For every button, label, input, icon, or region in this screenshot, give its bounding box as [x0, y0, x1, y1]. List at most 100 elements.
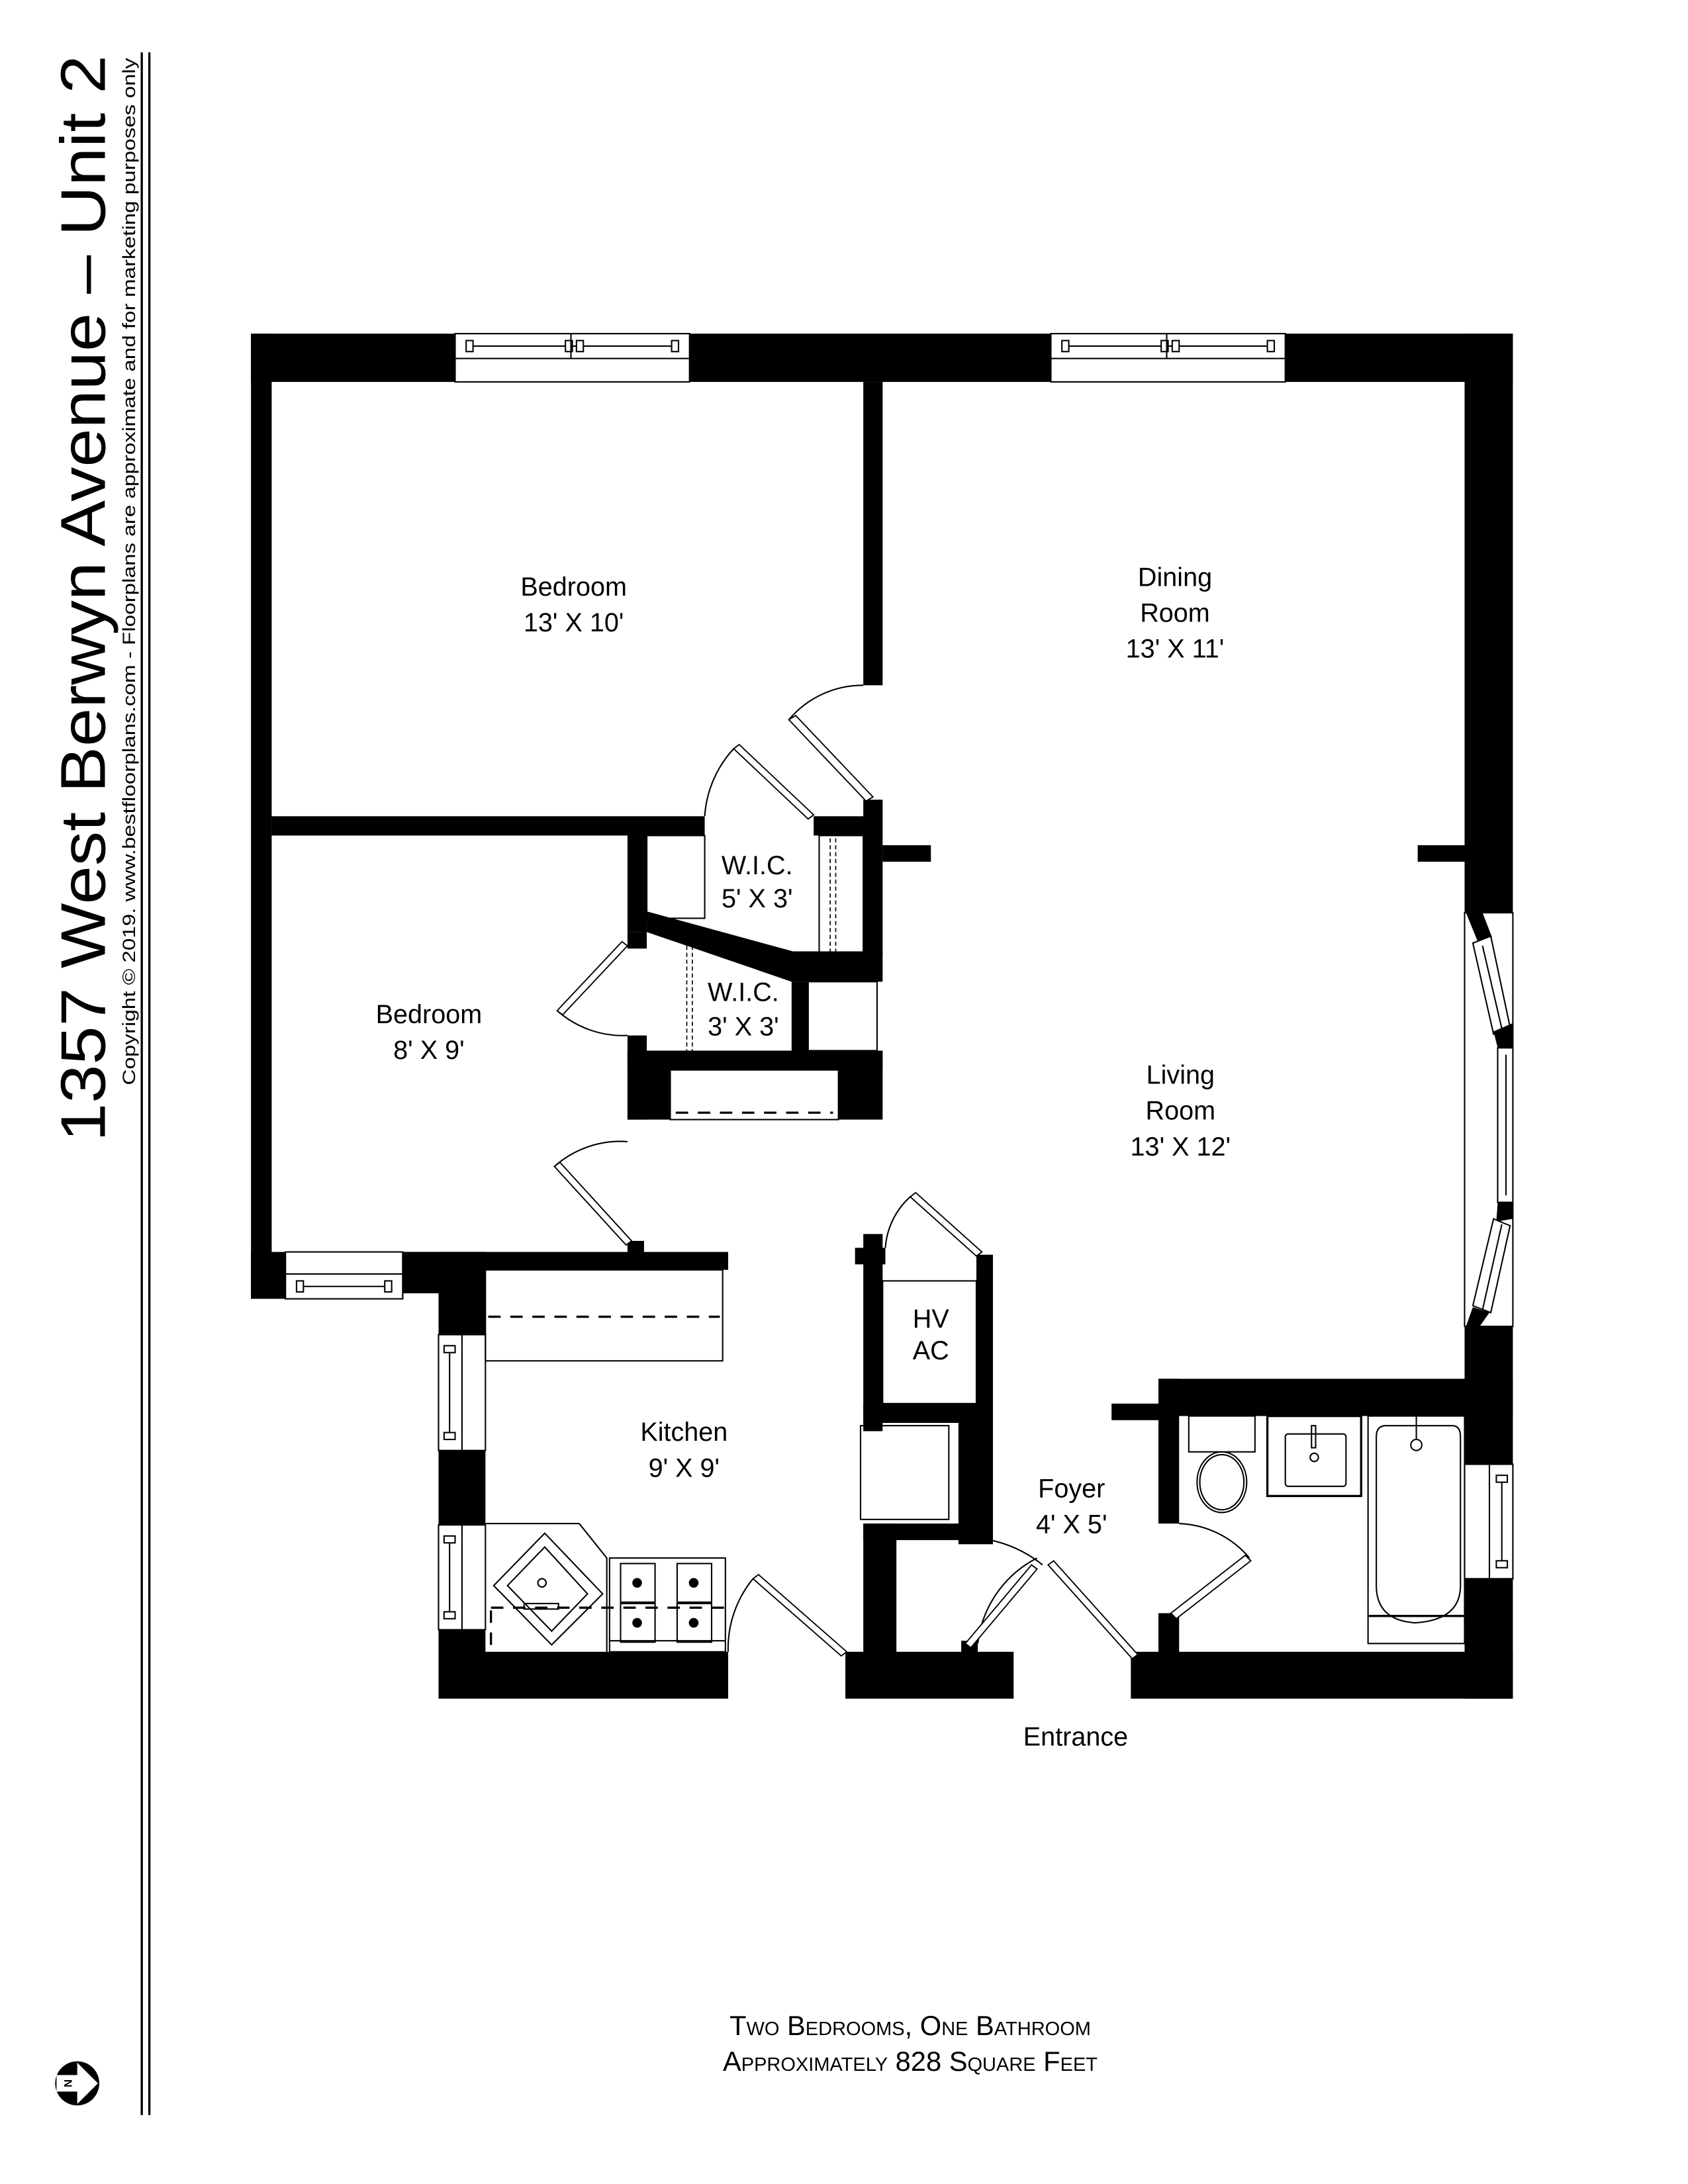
wall-right-stub-ear	[1417, 845, 1466, 862]
room-hvac: HV AC	[913, 1304, 950, 1365]
wall-top-mid	[689, 334, 1051, 383]
room-size: 3' X 3'	[708, 1013, 779, 1042]
wall-bath-top	[1158, 1379, 1513, 1416]
wall-kitchen-left-mid	[438, 1450, 486, 1525]
wall-left	[251, 334, 272, 1299]
hvac-line2: AC	[913, 1336, 949, 1365]
toilet-icon	[1188, 1415, 1256, 1514]
room-dining: Dining Room 13' X 11'	[1126, 563, 1225, 663]
room-size: 8' X 9'	[393, 1036, 465, 1065]
room-size: 13' X 12'	[1131, 1132, 1231, 1161]
door-wic1	[704, 743, 815, 820]
room-living: Living Room 13' X 12'	[1131, 1060, 1231, 1161]
window-bathroom	[1464, 1463, 1514, 1580]
wall-bedroom2-right-low	[627, 932, 647, 949]
wall-top-left	[251, 334, 455, 383]
room-wic-2: W.I.C. 3' X 3'	[708, 978, 779, 1042]
wall-dining-stub	[863, 799, 883, 956]
room-bedroom-2: Bedroom 8' X 9'	[376, 1000, 483, 1065]
wall-bedroom-divider	[271, 816, 705, 836]
window-kitchen-upper	[438, 1334, 487, 1451]
page-title: 1357 West Berwyn Avenue – Unit 2	[48, 55, 118, 1142]
wall-bath-left-top	[1158, 1379, 1180, 1524]
stove-icon	[608, 1557, 726, 1653]
wall-bottom-kitchen	[438, 1651, 728, 1699]
windows	[285, 333, 1514, 1631]
door-bathroom	[1170, 1523, 1252, 1620]
window-kitchen-lower	[438, 1524, 487, 1631]
bathroom-sink-icon	[1266, 1414, 1362, 1498]
walls	[251, 334, 1513, 1699]
room-name-line2: Room	[1140, 599, 1210, 628]
door-hvac	[884, 1191, 983, 1257]
wall-bottom-foyer-left	[845, 1651, 1014, 1699]
wall-dining-stub-ear	[882, 845, 931, 862]
room-name-line2: Room	[1146, 1097, 1216, 1126]
room-name: Bedroom	[520, 572, 627, 602]
room-name: Bedroom	[376, 1000, 483, 1029]
room-name: Foyer	[1038, 1475, 1105, 1504]
room-name-line1: Living	[1147, 1060, 1215, 1089]
window-bedroom2	[285, 1251, 404, 1300]
room-size: 5' X 3'	[722, 884, 793, 913]
room-labels: Bedroom 13' X 10' Dining Room 13' X 11' …	[376, 563, 1231, 1751]
wall-right-upper	[1464, 334, 1513, 913]
hall-closet	[669, 1069, 839, 1120]
door-entrance-right	[965, 1536, 1139, 1660]
copyright-text: Copyright © 2019. www.bestfloorplans.com…	[118, 58, 139, 1085]
hvac-line1: HV	[913, 1304, 950, 1334]
room-name: W.I.C.	[708, 978, 779, 1007]
compass-label: N	[62, 2079, 75, 2087]
wall-left-bottom	[251, 1251, 286, 1299]
kitchen-counter-top	[485, 1269, 724, 1362]
wall-bedroom-dining	[863, 382, 883, 686]
window-dining	[1050, 333, 1286, 383]
wall-bath-ear	[1111, 1403, 1162, 1420]
hvac-unit	[882, 1280, 978, 1404]
wic1-shelf-left	[646, 835, 706, 919]
wall-kitchen-left-low	[438, 1629, 486, 1658]
bay-window-living-room	[1464, 912, 1514, 1328]
kitchen-sink-icon	[492, 1532, 604, 1646]
title-block: 1357 West Berwyn Avenue – Unit 2 Copyrig…	[48, 52, 151, 2115]
entrance-label: Entrance	[1023, 1723, 1128, 1752]
wic1-shelf-right	[818, 835, 865, 956]
wall-kitchen-top	[402, 1251, 728, 1270]
doors	[553, 684, 1252, 1660]
wall-hvac-left-ear	[855, 1248, 886, 1265]
room-foyer: Foyer 4' X 5'	[1036, 1475, 1107, 1539]
door-wic2-bedroom2	[556, 940, 629, 1036]
room-name: Kitchen	[640, 1418, 727, 1447]
north-arrow-icon: N	[55, 2061, 99, 2106]
closet-right-box	[807, 981, 878, 1052]
footer: Two Bedrooms, One Bathroom Approximately…	[723, 2010, 1098, 2077]
room-size: 9' X 9'	[649, 1453, 720, 1482]
footer-line-1: Two Bedrooms, One Bathroom	[729, 2010, 1091, 2041]
wall-hvac-bottom	[863, 1403, 993, 1423]
footer-line-2: Approximately 828 Square Feet	[723, 2046, 1098, 2077]
door-bedroom2	[553, 1140, 633, 1246]
wall-closet-right	[838, 1050, 883, 1120]
wall-wic-left	[627, 835, 647, 933]
fixtures	[485, 835, 1466, 1653]
kitchen-sink-counter	[485, 1523, 608, 1652]
room-size: 13' X 10'	[524, 608, 624, 637]
appliance-box	[859, 1425, 950, 1520]
wall-bottom-bath	[1131, 1651, 1513, 1699]
room-wic-1: W.I.C. 5' X 3'	[722, 851, 793, 913]
wall-wic-diagonal	[647, 911, 883, 982]
margin-rule-outer	[140, 52, 143, 2115]
room-size: 4' X 5'	[1036, 1510, 1107, 1539]
door-bedroom1	[788, 684, 874, 802]
wall-bedroom2-right-door	[627, 1035, 647, 1120]
margin-rule-inner	[148, 52, 151, 2115]
room-name-line1: Dining	[1138, 563, 1212, 592]
door-entrance-left	[964, 1557, 1039, 1649]
wall-foyer-left	[863, 1524, 897, 1655]
room-kitchen: Kitchen 9' X 9'	[640, 1418, 727, 1482]
window-bedroom1	[454, 333, 690, 383]
wall-bedroom2-door-jamb	[627, 1241, 644, 1255]
room-size: 13' X 11'	[1126, 635, 1225, 664]
bathtub-icon	[1367, 1415, 1466, 1645]
